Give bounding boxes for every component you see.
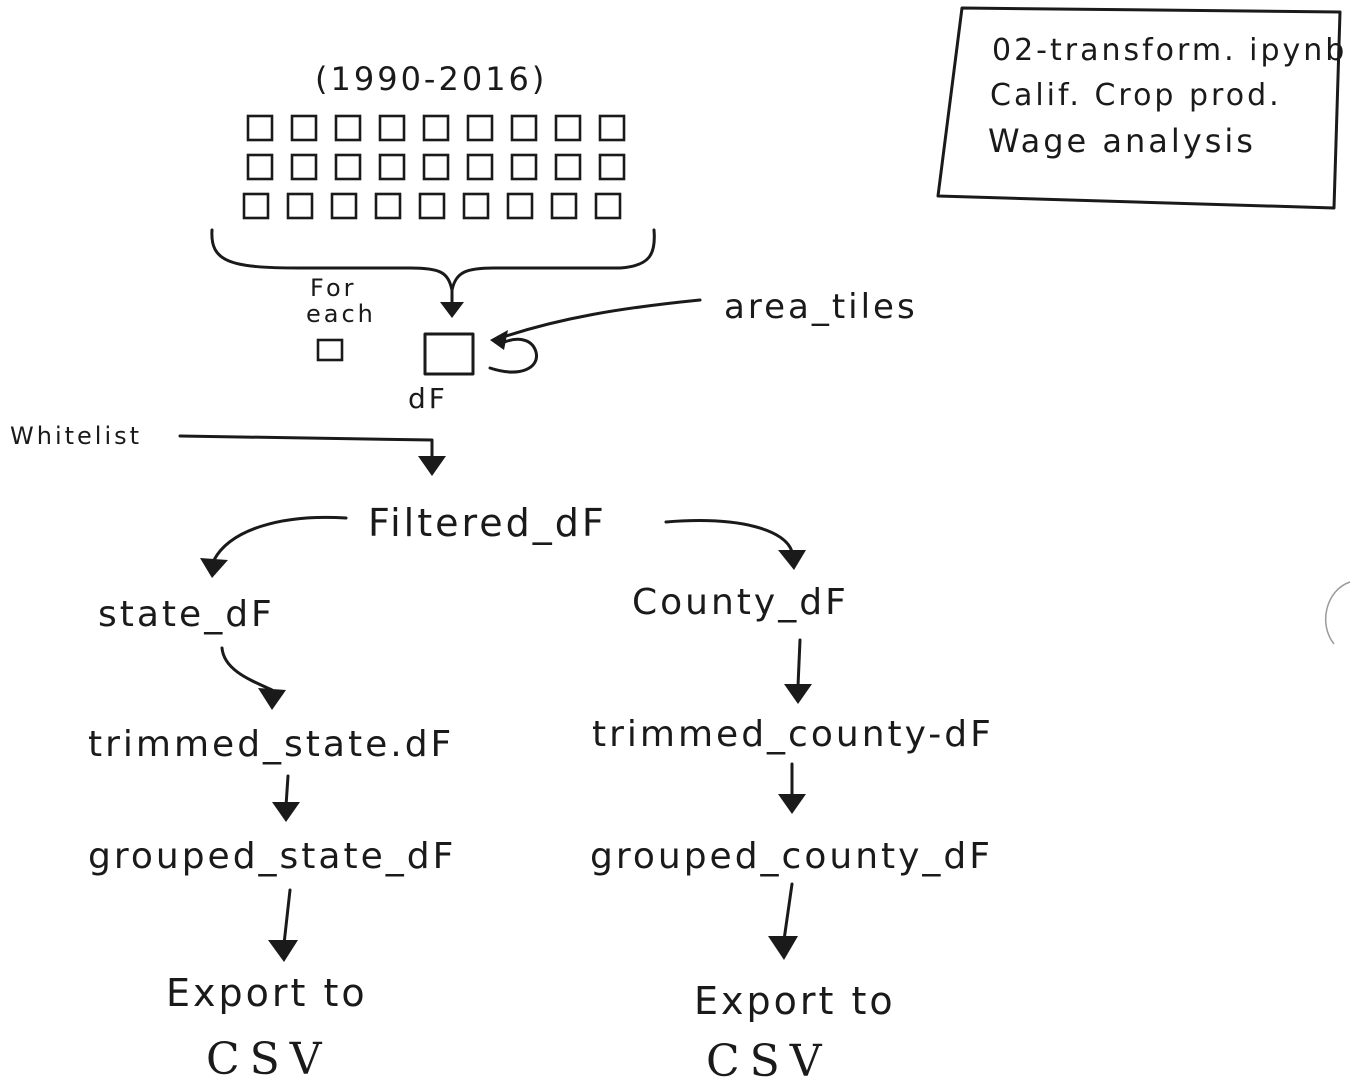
county-to-trimmed-arrowhead — [784, 684, 812, 704]
area-tiles-arrow-line — [498, 298, 702, 340]
export-state-label-line1: Export to — [166, 971, 368, 1015]
whitelist-arrowhead — [418, 456, 446, 476]
year-tile — [378, 114, 406, 142]
note-box-border — [936, 6, 1342, 210]
year-tile — [334, 114, 362, 142]
year-tile — [594, 192, 622, 220]
year-tile — [550, 192, 578, 220]
year-tile — [506, 192, 534, 220]
note-line-wage: Wage analysis — [988, 122, 1256, 160]
county-to-trimmed-arrow-line — [796, 638, 802, 688]
year-tile — [418, 192, 446, 220]
yearly-tile-grid — [242, 114, 626, 220]
filtered-to-county-arrow-line — [664, 519, 794, 554]
export-state-label-line2: CSV — [206, 1034, 332, 1085]
year-tile — [422, 114, 450, 142]
filtered-to-county-arrowhead — [778, 550, 806, 570]
state-to-trimmed-arrowhead — [258, 688, 286, 710]
grouped-to-export-state-arrowhead — [268, 940, 298, 962]
filtered-to-state-arrowhead — [200, 558, 228, 578]
note-line-crop: Calif. Crop prod. — [990, 78, 1282, 113]
grouped-county-df-label: grouped_county_dF — [590, 836, 993, 877]
county-df-label: County_dF — [632, 582, 849, 623]
year-tile — [246, 153, 274, 181]
whitelist-arrow-line — [178, 434, 434, 462]
brace-to-df-arrowhead — [440, 302, 464, 318]
area-tiles-label: area_tiles — [724, 287, 918, 327]
state-to-trimmed-arrow-line — [220, 646, 274, 692]
year-tile — [422, 153, 450, 181]
year-tile — [286, 192, 314, 220]
grouped-to-export-state-arrow-line — [282, 888, 292, 946]
year-tile — [290, 153, 318, 181]
year-tile — [334, 153, 362, 181]
year-tile — [330, 192, 358, 220]
year-tile — [246, 114, 274, 142]
year-tile — [290, 114, 318, 142]
grouped-state-df-label: grouped_state_dF — [88, 836, 456, 877]
export-county-label-line2: CSV — [706, 1036, 832, 1086]
df-box — [423, 332, 475, 376]
trimmed-to-grouped-state-arrowhead — [272, 802, 300, 822]
whitelist-label: Whitelist — [10, 422, 142, 450]
year-tile — [242, 192, 270, 220]
year-tile — [554, 114, 582, 142]
trimmed-to-grouped-county-arrowhead — [778, 794, 806, 814]
year-tile — [466, 114, 494, 142]
for-each-label-line2: each — [306, 300, 376, 328]
trimmed-to-grouped-state-arrow-line — [284, 774, 290, 808]
df-label: dF — [408, 382, 448, 415]
for-each-tile-icon — [316, 338, 344, 362]
grouped-to-export-county-arrowhead — [768, 936, 798, 960]
trimmed-county-df-label: trimmed_county-dF — [592, 714, 994, 755]
export-county-label-line1: Export to — [694, 979, 896, 1023]
trimmed-state-df-label: trimmed_state.dF — [88, 724, 454, 765]
year-tile — [598, 153, 626, 181]
grouped-to-export-county-arrow-line — [782, 882, 794, 942]
tiles-brace — [210, 228, 656, 292]
year-tile — [554, 153, 582, 181]
filtered-df-label: Filtered_dF — [368, 501, 607, 545]
for-each-label-line1: For — [310, 274, 357, 302]
year-tile — [378, 153, 406, 181]
note-line-notebook: 02-transform. ipynb — [992, 33, 1347, 68]
year-tile — [598, 114, 626, 142]
year-range-label: (1990-2016) — [315, 60, 547, 98]
year-tile — [510, 153, 538, 181]
df-loop-arrow — [488, 337, 538, 374]
year-tile — [466, 153, 494, 181]
year-tile — [510, 114, 538, 142]
notebook-note: 02-transform. ipynb Calif. Crop prod. Wa… — [936, 6, 1347, 210]
year-tile — [462, 192, 490, 220]
filtered-to-state-arrow-line — [212, 515, 348, 562]
state-df-label: state_dF — [98, 594, 275, 635]
page-edge-mark — [1325, 581, 1351, 645]
year-tile — [374, 192, 402, 220]
area-tiles-arrowhead — [490, 330, 508, 350]
